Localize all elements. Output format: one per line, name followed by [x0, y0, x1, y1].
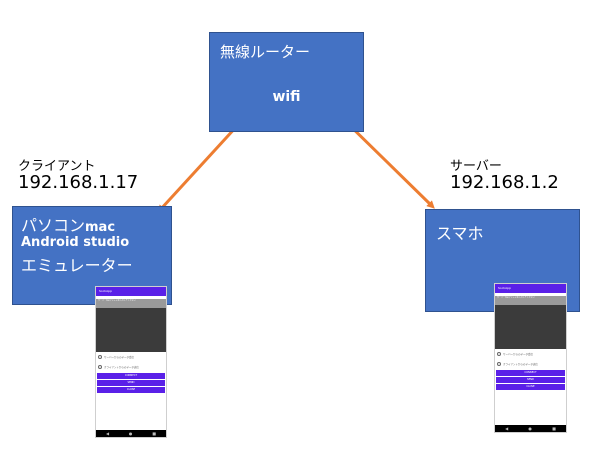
app-connect-button: CONNECT	[496, 370, 565, 376]
app-connect-button: CONNECT	[97, 373, 165, 379]
app-check-label: クライアントからのデータ送信	[104, 366, 139, 369]
client-app-screenshot: SockApp サーバーのIPアドレスを入力してください サーバーからのデータ受…	[95, 286, 167, 438]
app-check-row: クライアントからのデータ送信	[495, 359, 566, 369]
client-ip: 192.168.1.17	[18, 172, 139, 193]
radio-icon	[98, 355, 102, 359]
radio-icon	[98, 365, 102, 369]
app-log-area	[495, 305, 566, 349]
app-check-label: サーバーからのデータ受信	[104, 356, 134, 359]
android-studio-label: Android studio	[21, 235, 130, 250]
app-send-button: SEND	[97, 380, 165, 386]
home-icon: ●	[128, 431, 133, 436]
back-icon: ◀	[505, 426, 509, 431]
server-app-screenshot: SockApp サーバーのIPアドレスを入力してください サーバーからのデータ受…	[494, 283, 567, 433]
client-role-label: クライアント	[18, 159, 96, 174]
radio-icon	[497, 362, 501, 366]
app-close-button: CLOSE	[496, 384, 565, 390]
phone-label: スマホ	[436, 224, 484, 243]
router-title: 無線ルーター	[220, 43, 311, 61]
server-ip: 192.168.1.2	[450, 172, 559, 193]
pc-label: パソコンmac	[21, 212, 115, 236]
app-input-row: サーバーのIPアドレスを入力してください	[96, 299, 166, 308]
app-send-button: SEND	[496, 377, 565, 383]
app-check-row: クライアントからのデータ送信	[96, 362, 166, 372]
router-subtitle: wifi	[272, 89, 301, 105]
app-check-label: クライアントからのデータ送信	[503, 363, 538, 366]
pc-label-main: パソコン	[21, 216, 86, 235]
app-close-button: CLOSE	[97, 387, 165, 393]
home-icon: ●	[528, 426, 532, 431]
app-input-row: サーバーのIPアドレスを入力してください	[495, 296, 566, 305]
recents-icon: ■	[552, 426, 556, 431]
app-title-bar: SockApp	[96, 287, 166, 296]
back-icon: ◀	[105, 431, 110, 436]
app-nav-bar: ◀ ● ■	[96, 430, 166, 437]
app-title-bar: SockApp	[495, 284, 566, 293]
app-nav-bar: ◀ ● ■	[495, 425, 566, 432]
pc-label-suffix: mac	[85, 220, 116, 235]
server-role-label: サーバー	[450, 159, 502, 174]
router-box: 無線ルーター wifi	[209, 32, 364, 132]
client-pc-box: パソコンmac Android studio エミュレーター	[12, 206, 172, 305]
radio-icon	[497, 352, 501, 356]
recents-icon: ■	[152, 431, 157, 436]
app-log-area	[96, 308, 166, 352]
emulator-label: エミュレーター	[21, 256, 133, 275]
app-check-label: サーバーからのデータ受信	[503, 353, 533, 356]
app-check-row: サーバーからのデータ受信	[96, 352, 166, 362]
app-check-row: サーバーからのデータ受信	[495, 349, 566, 359]
